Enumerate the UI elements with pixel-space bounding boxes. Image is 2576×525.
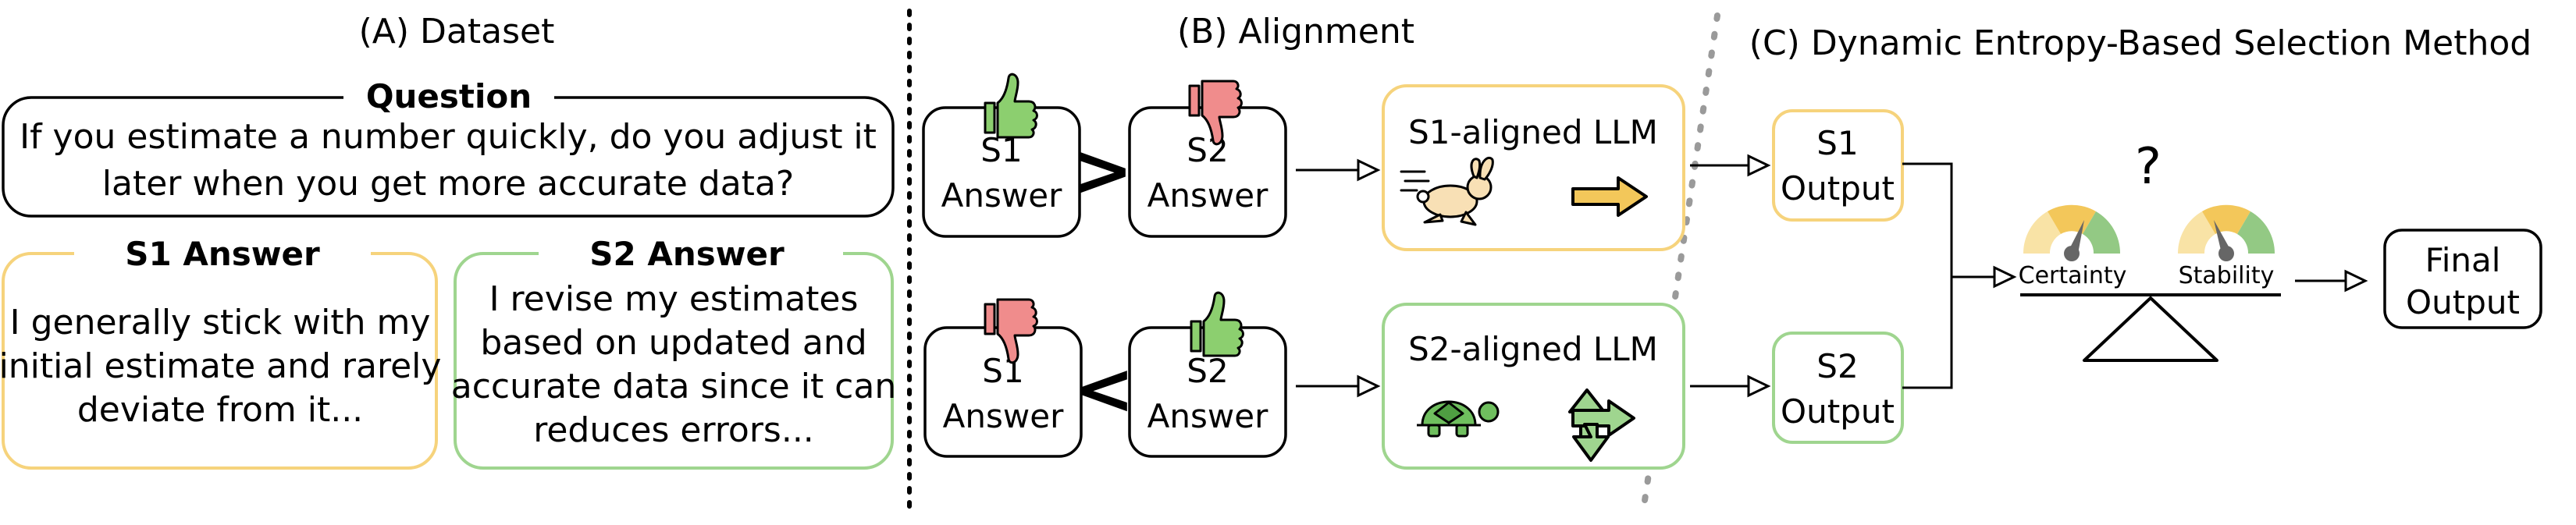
top-s1-answer-l2: Answer bbox=[941, 176, 1062, 215]
final-output-l1: Final bbox=[2425, 241, 2501, 279]
arrow-from-s1-llm-head bbox=[1747, 154, 1771, 177]
turtle-icon bbox=[1417, 400, 1500, 438]
stability-label: Stability bbox=[2179, 262, 2275, 289]
s1-output-l2: Output bbox=[1781, 169, 1895, 208]
bottom-s2-answer-l1: S2 bbox=[1187, 352, 1228, 390]
arrow-from-s2-llm-head bbox=[1747, 374, 1771, 398]
s1-output-box bbox=[1772, 109, 1904, 222]
certainty-label: Certainty bbox=[2019, 262, 2127, 289]
s1-aligned-llm-label: S1-aligned LLM bbox=[1408, 113, 1658, 151]
s2-answer-text-line3: accurate data since it can bbox=[451, 367, 896, 406]
question-mark: ? bbox=[2135, 138, 2161, 196]
panel-b-title: (B) Alignment bbox=[1177, 12, 1414, 51]
top-s2-answer-box bbox=[1128, 106, 1287, 238]
bottom-s1-answer-box bbox=[923, 326, 1083, 458]
s2-answer-text-line1: I revise my estimates bbox=[489, 279, 859, 319]
s2-answer-label-bg bbox=[539, 236, 843, 271]
question-label-bg bbox=[343, 78, 554, 114]
s1-answer-label-bg bbox=[74, 236, 371, 271]
s2-answer-text-line4: reduces errors... bbox=[533, 410, 814, 450]
bottom-comparison-op: < bbox=[1074, 347, 1134, 431]
s1-answer-text-line1: I generally stick with my bbox=[10, 303, 431, 342]
bottom-s2-answer-l2: Answer bbox=[1147, 397, 1268, 435]
s1-aligned-llm-box bbox=[1382, 84, 1685, 251]
rabbit-icon bbox=[1400, 156, 1494, 226]
panel-c-title: (C) Dynamic Entropy-Based Selection Meth… bbox=[1749, 23, 2532, 63]
final-output-l2: Output bbox=[2406, 283, 2520, 321]
s2-answer-label: S2 Answer bbox=[589, 235, 785, 273]
bottom-s1-answer-l2: Answer bbox=[943, 397, 1064, 435]
panel-a-title: (A) Dataset bbox=[359, 12, 555, 51]
thumbs-up-icon bbox=[984, 73, 1038, 139]
question-text-line2: later when you get more accurate data? bbox=[102, 164, 795, 204]
arrow-to-final-head bbox=[2344, 269, 2368, 293]
gauge-icon bbox=[2023, 204, 2121, 261]
arrow-right-icon bbox=[1571, 176, 1648, 217]
thumbs-up-icon bbox=[1190, 291, 1244, 357]
gauge-icon bbox=[2177, 204, 2275, 261]
arrow-to-s1-llm-head bbox=[1357, 158, 1381, 182]
s1-answer-text-line3: deviate from it... bbox=[77, 390, 363, 430]
balance-scale-icon bbox=[2020, 293, 2281, 362]
arrow-to-balance-head bbox=[1993, 265, 2017, 289]
merge-connector bbox=[1902, 162, 1953, 389]
s2-output-l1: S2 bbox=[1816, 347, 1858, 385]
branch-arrow-icon bbox=[1568, 388, 1635, 462]
question-label: Question bbox=[366, 77, 532, 115]
s1-output-l1: S1 bbox=[1816, 124, 1858, 162]
s1-answer-text-line2: initial estimate and rarely bbox=[0, 346, 441, 386]
s2-answer-text-line2: based on updated and bbox=[480, 323, 866, 363]
arrow-to-s2-llm-head bbox=[1357, 374, 1381, 398]
top-comparison-op: > bbox=[1073, 129, 1133, 212]
s2-aligned-llm-box bbox=[1382, 303, 1685, 470]
s2-aligned-llm-label: S2-aligned LLM bbox=[1408, 330, 1658, 368]
question-text-line1: If you estimate a number quickly, do you… bbox=[20, 117, 877, 157]
s2-output-l2: Output bbox=[1781, 392, 1895, 431]
s1-answer-label: S1 Answer bbox=[125, 235, 320, 273]
final-output-box bbox=[2383, 229, 2542, 329]
top-s2-answer-l2: Answer bbox=[1147, 176, 1268, 215]
